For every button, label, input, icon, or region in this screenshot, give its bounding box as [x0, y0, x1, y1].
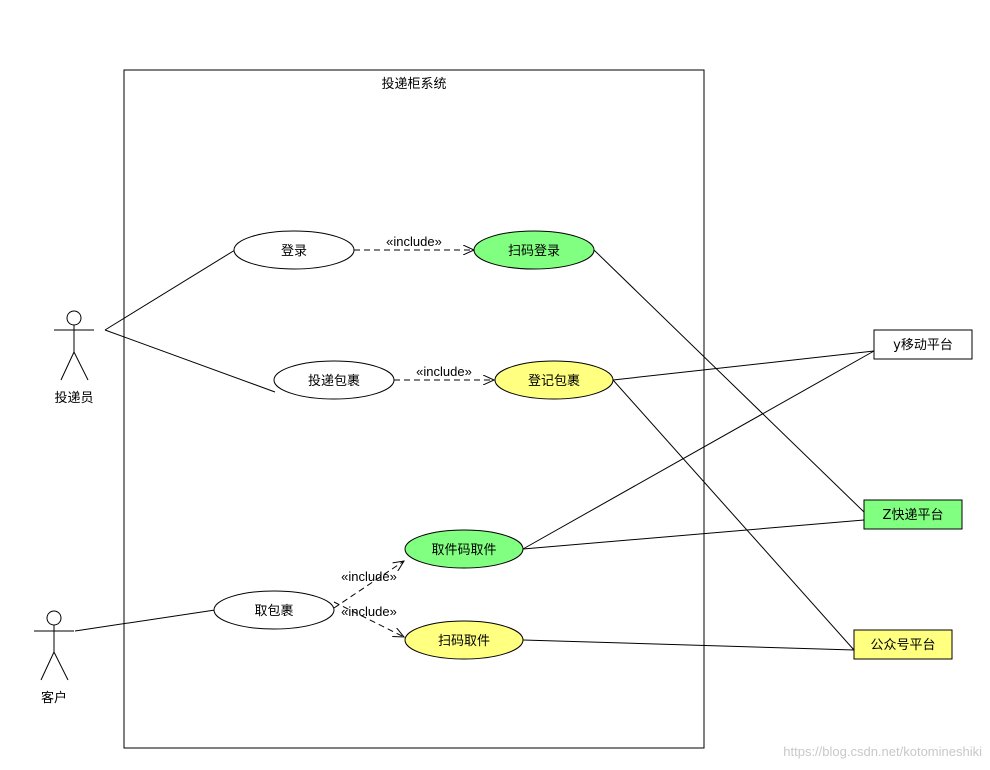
include-label-1: «include»	[386, 234, 442, 249]
include-pickup-scanpickup[interactable]	[333, 601, 404, 637]
include-label-4: «include»	[341, 604, 397, 619]
use-case-scan-login-label: 扫码登录	[508, 244, 560, 259]
watermark: https://blog.csdn.net/kotomineshiki	[783, 744, 982, 759]
use-case-pickup-shape[interactable]	[213, 590, 335, 630]
assoc-customer-pickup[interactable]	[74, 609, 216, 632]
use-case-register-shape[interactable]	[494, 360, 614, 400]
platform-y-mobile-label: y移动平台	[893, 338, 953, 353]
assoc-pickupcode-zexpress[interactable]	[522, 519, 865, 550]
assoc-scanpickup-wechat[interactable]	[522, 639, 855, 651]
include-pickup-pickupcode[interactable]	[333, 561, 404, 609]
platform-wechat[interactable]: 公众号平台	[853, 629, 953, 660]
include-dependencies	[333, 250, 494, 637]
platform-wechat-label: 公众号平台	[870, 638, 935, 653]
assoc-courier-deliver[interactable]	[104, 329, 276, 393]
use-case-register-label: 登记包裹	[528, 374, 580, 389]
actor-courier[interactable]	[54, 310, 94, 381]
system-title: 投递柜系统	[381, 76, 446, 92]
use-case-scan-login[interactable]: 扫码登录	[473, 230, 595, 270]
actor-customer-label: 客户	[41, 690, 67, 706]
use-case-pickup-code[interactable]: 取件码取件	[404, 529, 524, 569]
actor-courier-right-leg	[73, 351, 89, 381]
actor-customer[interactable]	[34, 610, 74, 681]
use-case-scan-login-shape[interactable]	[473, 230, 595, 270]
use-case-login-shape[interactable]	[233, 230, 355, 270]
use-case-login[interactable]: 登录	[233, 230, 355, 270]
assoc-courier-login[interactable]	[104, 249, 236, 331]
assoc-register-ymobile[interactable]	[612, 350, 875, 381]
platform-y-mobile-box[interactable]	[873, 329, 973, 360]
actor-customer-right-leg	[53, 651, 69, 681]
assoc-register-wechat[interactable]	[612, 379, 855, 651]
include-label-2: «include»	[416, 364, 472, 379]
include-label-3: «include»	[341, 569, 397, 584]
use-case-login-label: 登录	[281, 244, 307, 259]
platform-z-express-label: Z快递平台	[883, 508, 944, 523]
platform-z-express[interactable]: Z快递平台	[863, 499, 963, 530]
use-case-register[interactable]: 登记包裹	[494, 360, 614, 400]
use-case-scan-pickup[interactable]: 扫码取件	[404, 620, 524, 660]
use-case-deliver-shape[interactable]	[273, 360, 395, 400]
associations	[74, 249, 875, 651]
use-case-pickup[interactable]: 取包裹	[213, 590, 335, 630]
use-case-pickup-label: 取包裹	[254, 604, 293, 619]
actor-courier-left-leg	[60, 351, 75, 381]
use-case-scan-pickup-label: 扫码取件	[438, 634, 490, 649]
assoc-pickupcode-ymobile[interactable]	[522, 350, 875, 550]
use-case-deliver[interactable]: 投递包裹	[273, 360, 395, 400]
use-case-deliver-label: 投递包裹	[308, 373, 360, 389]
platform-wechat-box[interactable]	[853, 629, 953, 660]
use-case-pickup-code-label: 取件码取件	[431, 543, 496, 558]
use-case-pickup-code-shape[interactable]	[404, 529, 524, 569]
actor-customer-head	[46, 610, 62, 626]
platform-z-express-box[interactable]	[863, 499, 963, 530]
actor-courier-label: 投递员	[54, 390, 93, 406]
platform-y-mobile[interactable]: y移动平台	[873, 329, 973, 360]
use-case-scan-pickup-shape[interactable]	[404, 620, 524, 660]
assoc-scanlogin-zexpress[interactable]	[593, 249, 865, 513]
actor-courier-head	[66, 310, 82, 326]
actor-customer-left-leg	[40, 651, 55, 681]
